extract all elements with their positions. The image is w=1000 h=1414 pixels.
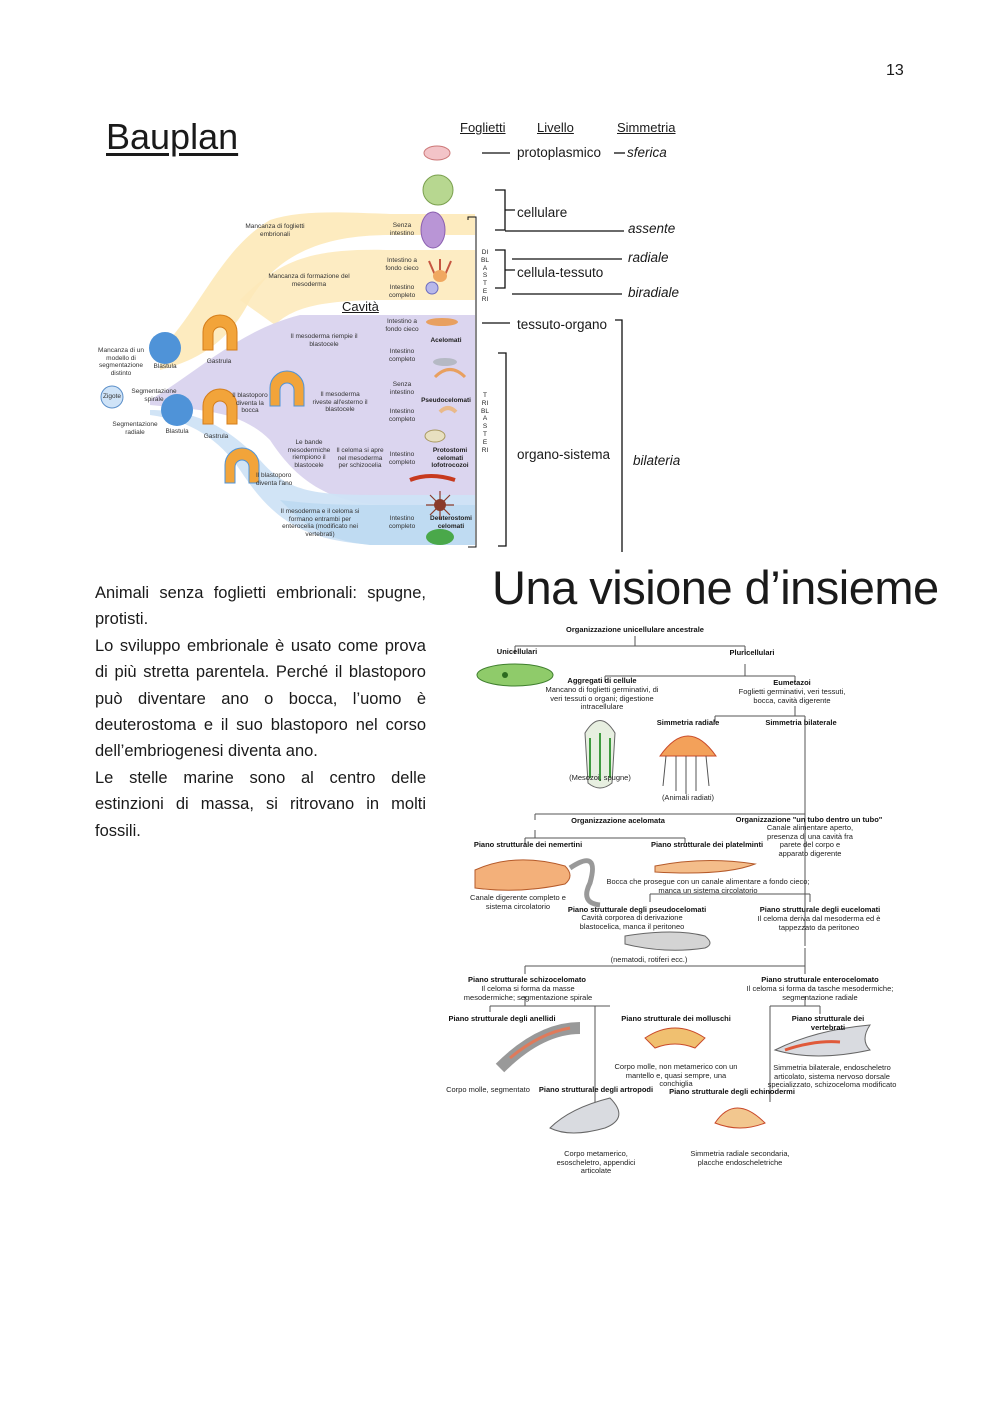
node-aggregati: Aggregati di cellule	[567, 676, 637, 685]
symmetry-radiale: radiale	[628, 250, 669, 265]
node-unicellulari: Unicellulari	[496, 647, 538, 656]
node-tubo: Organizzazione "un tubo dentro un tubo"	[735, 815, 883, 824]
label-intestino-completo-1: Intestino completo	[388, 284, 416, 299]
triblasteri-label: TRIBLASTERI	[481, 392, 489, 454]
label-mesoderma-riveste: Il mesoderma riveste all'esterno il blas…	[312, 391, 368, 413]
node-echinodermi: Piano strutturale degli echinodermi	[669, 1087, 795, 1096]
label-zigote: Zigote	[102, 393, 122, 400]
node-molluschi-desc: Corpo molle, non metamerico con un mante…	[614, 1062, 738, 1088]
symmetry-bilateria: bilateria	[633, 453, 681, 468]
phylogeny-tree	[474, 636, 872, 1134]
node-eumetazoi: Eumetazoi	[773, 678, 811, 687]
node-anellidi-desc: Corpo molle, segmentato	[446, 1085, 530, 1094]
paragraph-1: Animali senza foglietti embrionali: spug…	[95, 584, 426, 629]
bauplan-title: Bauplan	[106, 116, 239, 157]
label-blastula-1: Blastula	[153, 363, 177, 370]
node-nematodi: (nematodi, rotiferi ecc.)	[610, 955, 688, 964]
level-protoplasmico: protoplasmico	[517, 145, 602, 160]
node-enterocelomato-desc: Il celoma si forma da tasche mesodermich…	[746, 984, 894, 1002]
label-pseudocelomati: Pseudocelomati	[421, 397, 471, 404]
node-vertebrati-desc: Simmetria bilaterale, endoscheletro arti…	[767, 1063, 897, 1089]
label-blastula-2: Blastula	[165, 428, 189, 435]
label-segmentazione-radiale: Segmentazione radiale	[112, 421, 158, 436]
visione-title: Una visione d’insieme	[492, 561, 939, 614]
node-pseudocelomati: Piano strutturale degli pseudocelomati	[567, 905, 707, 914]
node-artropodi: Piano strutturale degli artropodi	[538, 1085, 654, 1094]
label-mesoderma-enterocelia: Il mesoderma e il celoma si formano entr…	[280, 508, 360, 538]
node-molluschi: Piano strutturale dei molluschi	[621, 1014, 731, 1023]
node-enterocelomato: Piano strutturale enterocelomato	[761, 975, 879, 984]
header-livello: Livello	[537, 120, 574, 135]
node-pseudocelomati-desc: Cavità corporea di derivazione blastocel…	[579, 913, 685, 931]
label-intestino-completo-4: Intestino completo	[388, 451, 416, 466]
node-schizocelomato-desc: Il celoma si forma da masse mesodermiche…	[463, 984, 593, 1002]
node-root: Organizzazione unicellulare ancestrale	[566, 625, 704, 634]
node-eumetazoi-desc: Foglietti germinativi, veri tessuti, boc…	[738, 687, 846, 705]
label-gastrula-2: Gastrula	[203, 433, 229, 440]
node-schizocelomato: Piano strutturale schizocelomato	[468, 975, 586, 984]
label-blastoporo-ano: Il blastoporo diventa l'ano	[256, 472, 293, 487]
label-bande-mesodermiche: Le bande mesodermiche riempiono il blast…	[287, 439, 331, 469]
symmetry-assente: assente	[628, 221, 676, 236]
label-acelomati: Acelomati	[430, 337, 462, 344]
label-segmentazione-spirale: Segmentazione spirale	[131, 388, 177, 403]
label-senza-intestino-1: Senza intestino	[389, 222, 415, 237]
node-platelminti-desc: Bocca che prosegue con un canale aliment…	[606, 877, 810, 895]
node-eucelomati-desc: Il celoma deriva dal mesoderma ed è tapp…	[757, 914, 881, 932]
header-foglietti: Foglietti	[460, 120, 506, 135]
node-artropodi-desc: Corpo metamerico, esoscheletro, appendic…	[556, 1149, 636, 1175]
cavita-label: Cavità	[342, 299, 379, 314]
label-intestino-completo-3: Intestino completo	[388, 408, 416, 423]
node-echinodermi-desc: Simmetria radiale secondaria, placche en…	[690, 1149, 790, 1167]
level-tessuto-organo: tessuto-organo	[517, 317, 608, 332]
paragraph-3: Le stelle marine sono al centro delle es…	[95, 768, 426, 840]
level-cellulare: cellulare	[517, 205, 568, 220]
header-simmetria: Simmetria	[617, 120, 676, 135]
label-blastoporo-bocca: Il blastoporo diventa la bocca	[232, 392, 268, 414]
label-mancanza-modello: Mancanza di un modello di segmentazione …	[98, 347, 144, 377]
label-intestino-completo-5: Intestino completo	[388, 515, 416, 530]
body-text: Animali senza foglietti embrionali: spug…	[95, 580, 426, 844]
node-nemertini: Piano strutturale dei nemertini	[473, 840, 583, 849]
label-gastrula-1: Gastrula	[206, 358, 232, 365]
node-simmetria-bilaterale: Simmetria bilaterale	[765, 718, 837, 727]
node-nemertini-desc: Canale digerente completo e sistema circ…	[470, 893, 566, 911]
bauplan-diagram	[100, 145, 625, 552]
label-senza-intestino-2: Senza intestino	[389, 381, 415, 396]
label-celoma-schizocelia: Il celoma si apre nel mesoderma per schi…	[336, 447, 384, 469]
page-number: 13	[886, 62, 904, 79]
label-mesoderma-riempie: Il mesoderma riempie il blastocele	[290, 333, 358, 348]
node-aggregati-desc: Mancano di foglietti germinativi, di ver…	[545, 685, 659, 711]
paragraph-2: Lo sviluppo embrionale è usato come prov…	[95, 636, 426, 761]
node-anellidi: Piano strutturale degli anellidi	[448, 1014, 556, 1023]
node-pluricellulari: Pluricellulari	[729, 648, 775, 657]
node-animali-radiati: (Animali radiati)	[661, 793, 715, 802]
diblasteri-label: DIBLASTERI	[481, 249, 489, 303]
label-intestino-fondo-cieco-1: Intestino a fondo cieco	[385, 257, 419, 272]
node-simmetria-radiale: Simmetria radiale	[656, 718, 720, 727]
symmetry-sferica: sferica	[627, 145, 667, 160]
label-protostomi: Protostomi celomati lofotrocozoi	[431, 447, 469, 469]
label-mancanza-mesoderma: Mancanza di formazione del mesoderma	[268, 273, 350, 288]
symmetry-biradiale: biradiale	[628, 285, 680, 300]
node-vertebrati: Piano strutturale dei vertebrati	[791, 1014, 865, 1032]
level-cellula-tessuto: cellula-tessuto	[517, 265, 604, 280]
node-acelomata: Organizzazione acelomata	[571, 816, 665, 825]
label-intestino-fondo-cieco-2: Intestino a fondo cieco	[385, 318, 419, 333]
level-organo-sistema: organo-sistema	[517, 447, 611, 462]
node-mesozoi: (Mesozoi, spugne)	[569, 773, 631, 782]
node-tubo-desc: Canale alimentare aperto, presenza di un…	[766, 823, 854, 858]
node-eucelomati: Piano strutturale degli eucelomati	[759, 905, 881, 914]
label-deuterostomi: Deuterostomi celomati	[430, 515, 472, 530]
label-mancanza-foglietti: Mancanza di foglietti embrionali	[245, 223, 305, 238]
node-platelminti: Piano strutturale dei platelminti	[650, 840, 764, 849]
label-intestino-completo-2: Intestino completo	[388, 348, 416, 363]
